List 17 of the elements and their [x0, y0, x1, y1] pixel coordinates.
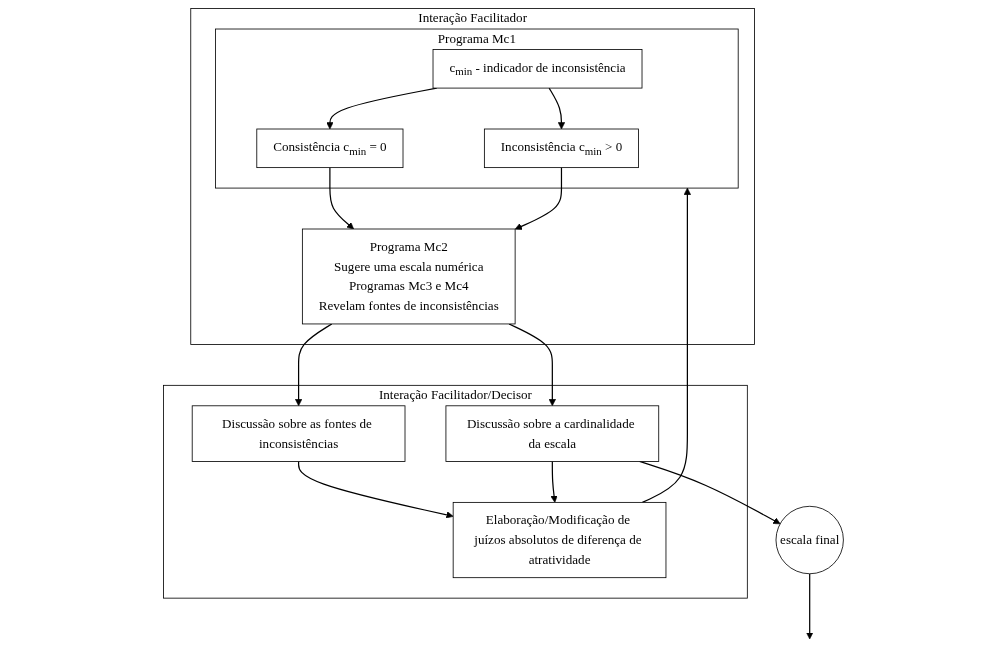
node-box: Consistência c$_{min}$ = 0 — [255, 128, 403, 169]
arrow — [297, 460, 453, 519]
node-circle: escala final — [775, 505, 844, 575]
arrow — [550, 460, 558, 503]
node-box: Discussão sobre a cardinalidade da escala — [445, 405, 659, 462]
arrow — [548, 87, 565, 130]
arrow — [641, 187, 691, 503]
arrow — [514, 167, 562, 230]
node-box: Programa Mc2 Sugere uma escala numérica Programas Mc3 e Mc4 Revelam fontes de inconsistências — [301, 228, 516, 325]
arrow — [328, 167, 354, 230]
node-box: c$_{min}$ - indicador de inconsistência — [432, 49, 642, 89]
arrow — [805, 573, 813, 640]
arrow — [294, 323, 332, 407]
arrow — [508, 323, 556, 407]
node-box: Discussão sobre as fontes de inconsistências — [191, 405, 405, 462]
node-box: Inconsistência c$_{min}$ > 0 — [483, 128, 639, 169]
node-box: Elaboração/Modificação de juízos absolutos de diferença de atratividade — [452, 501, 666, 579]
